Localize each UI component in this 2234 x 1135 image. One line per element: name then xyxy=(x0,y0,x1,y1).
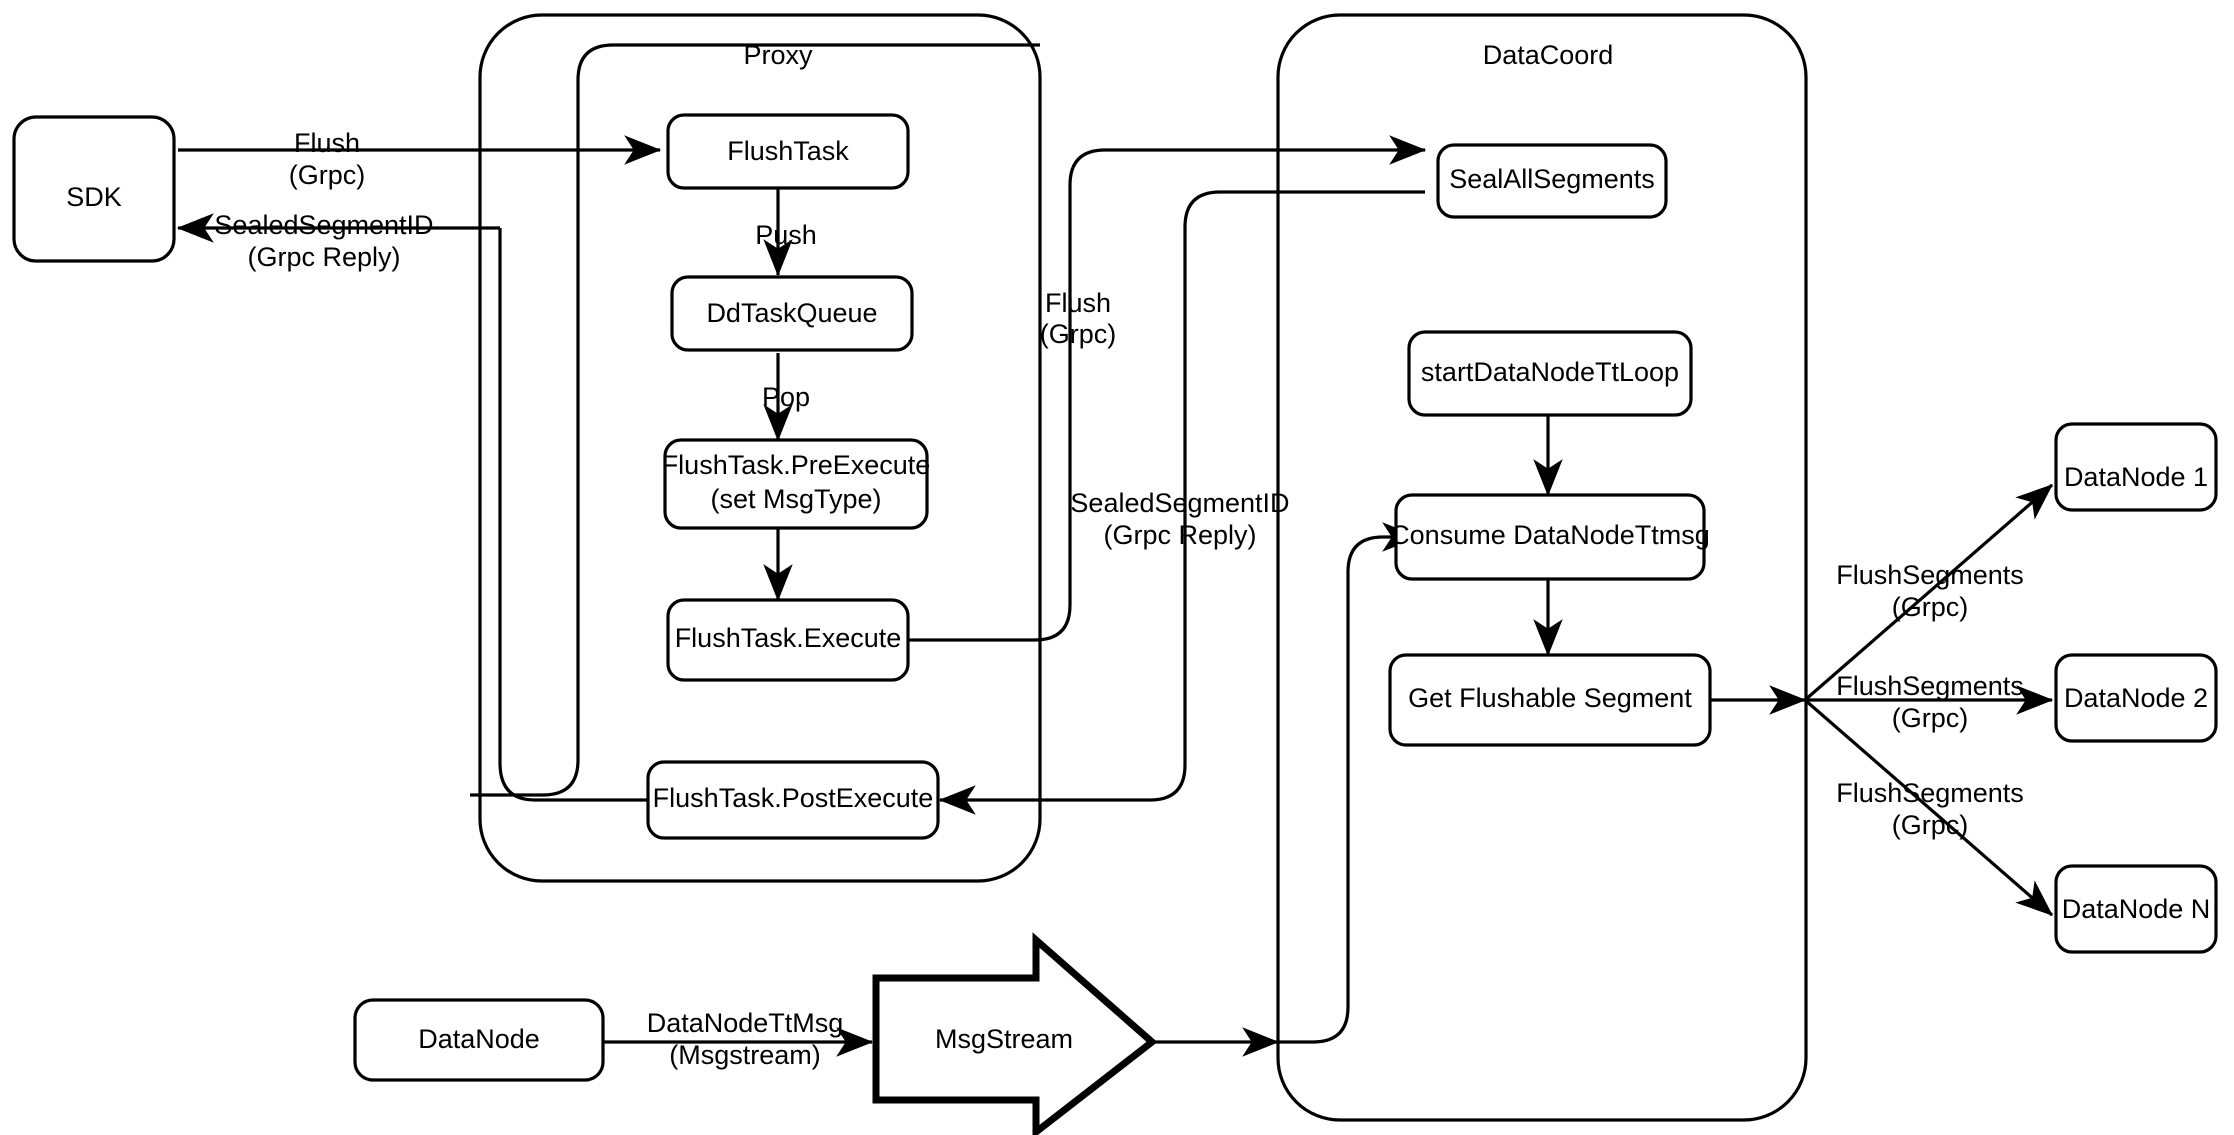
edge-datacoord-ttmsg-riser xyxy=(1278,522,1420,1044)
node-datanode-2[interactable] xyxy=(2054,653,2218,743)
edge-label-flushsegments-3-line1: FlushSegments xyxy=(1836,778,2024,808)
node-datanode-source[interactable] xyxy=(353,998,605,1082)
edge-label-sealedsegmentid-2: (Grpc Reply) xyxy=(247,242,400,272)
node-flushtask-preexecute-label-1: FlushTask.PreExecute xyxy=(662,450,931,480)
edge-label-coord-reply-1: SealedSegmentID xyxy=(1070,488,1289,518)
node-get-flushable-segment[interactable] xyxy=(1388,653,1712,747)
node-datanode-1[interactable] xyxy=(2054,422,2218,512)
node-sealallsegments-label: SealAllSegments xyxy=(1449,164,1655,194)
edge-label-coord-flush-2: (Grpc) xyxy=(1040,319,1117,349)
edge-label-coord-reply-2: (Grpc Reply) xyxy=(1103,520,1256,550)
node-datanode-2-label: DataNode 2 xyxy=(2064,683,2208,713)
edge-label-sealedsegmentid-1: SealedSegmentID xyxy=(214,210,433,240)
node-flushtask-postexecute-label: FlushTask.PostExecute xyxy=(653,783,934,813)
edge-label-flush-grpc-2: (Grpc) xyxy=(289,160,366,190)
node-flushtask-execute-label: FlushTask.Execute xyxy=(675,623,902,653)
edge-label-datanodettmsg-2: (Msgstream) xyxy=(669,1040,821,1070)
edge-hub-to-datanode-n xyxy=(1803,698,2054,917)
edge-hub-to-datanode-1 xyxy=(1803,483,2054,702)
node-startdatanodettloop-label: startDataNodeTtLoop xyxy=(1421,357,1679,387)
edge-postexec-to-reply-riser xyxy=(498,228,648,802)
datacoord-container-label: DataCoord xyxy=(1483,40,1614,70)
node-msgstream-label: MsgStream xyxy=(935,1024,1073,1054)
node-flushtask-preexecute[interactable] xyxy=(663,438,929,530)
proxy-container xyxy=(478,13,1042,883)
node-datanode-n[interactable] xyxy=(2054,864,2218,954)
node-ddtaskqueue-label: DdTaskQueue xyxy=(706,298,877,328)
node-consume-datanodettmsg[interactable] xyxy=(1394,493,1706,581)
node-sealallsegments[interactable] xyxy=(1436,143,1668,219)
edge-label-pop: Pop xyxy=(762,382,810,412)
edge-execute-to-coord-flush xyxy=(908,148,1278,642)
edge-coord-reply-to-postexecute xyxy=(938,190,1278,815)
node-startdatanodettloop[interactable] xyxy=(1407,330,1693,417)
edge-label-flushsegments-1-line2: (Grpc) xyxy=(1892,592,1969,622)
node-flushtask-preexecute-label-2: (set MsgType) xyxy=(710,484,881,514)
edge-proxy-left-bus xyxy=(470,80,580,797)
node-ddtaskqueue[interactable] xyxy=(670,275,914,352)
node-flushtask-label: FlushTask xyxy=(727,136,849,166)
edge-label-push: Push xyxy=(755,220,817,250)
edge-proxy-bus-top-corner xyxy=(576,43,1040,81)
node-flushtask-postexecute[interactable] xyxy=(646,760,940,840)
edge-label-flushsegments-2-line2: (Grpc) xyxy=(1892,703,1969,733)
node-consume-datanodettmsg-label: Consume DataNodeTtmsg xyxy=(1390,520,1710,550)
node-get-flushable-segment-label: Get Flushable Segment xyxy=(1408,683,1692,713)
node-sdk[interactable] xyxy=(12,115,176,263)
edge-label-flushsegments-3-line2: (Grpc) xyxy=(1892,810,1969,840)
edge-label-flush-grpc-1: Flush xyxy=(294,128,360,158)
edge-label-coord-flush-1: Flush xyxy=(1045,288,1111,318)
edge-label-datanodettmsg-1: DataNodeTtMsg xyxy=(647,1008,844,1038)
node-datanode-source-label: DataNode xyxy=(418,1024,540,1054)
datacoord-container xyxy=(1276,13,1808,1122)
node-datanode-1-label: DataNode 1 xyxy=(2064,462,2208,492)
node-sdk-label: SDK xyxy=(66,182,122,212)
node-msgstream-shape[interactable] xyxy=(872,932,1158,1135)
node-flushtask-execute[interactable] xyxy=(666,598,910,682)
node-datanode-n-label: DataNode N xyxy=(2062,894,2211,924)
edge-label-flushsegments-1-line1: FlushSegments xyxy=(1836,560,2024,590)
node-flushtask[interactable] xyxy=(666,113,910,190)
edge-label-flushsegments-2-line1: FlushSegments xyxy=(1836,671,2024,701)
